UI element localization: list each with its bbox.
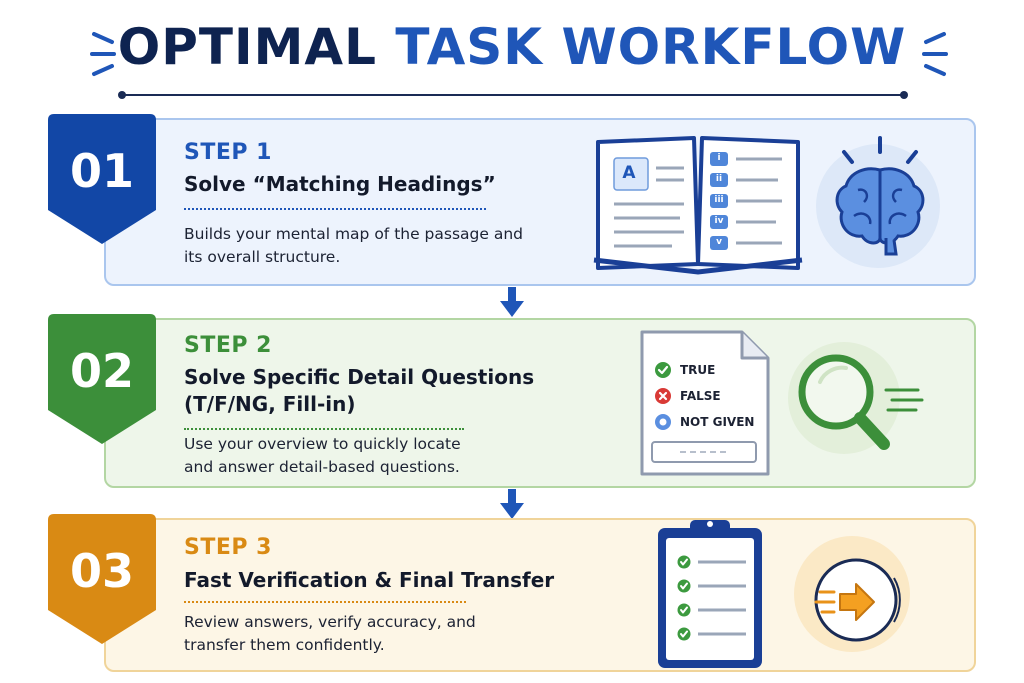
- answer-true: TRUE: [680, 363, 716, 377]
- step-1-divider: [184, 208, 486, 210]
- open-book-icon: [593, 136, 803, 275]
- step-2-label: STEP 2: [184, 333, 272, 358]
- down-arrow-icon: [500, 489, 524, 519]
- answer-not-given: NOT GIVEN: [680, 415, 755, 429]
- down-arrow-icon: [500, 287, 524, 317]
- page-title: OPTIMAL TASK WORKFLOW: [0, 18, 1024, 76]
- book-heading-letter: A: [622, 163, 636, 183]
- magnifier-icon: [788, 342, 924, 454]
- step-2-title: Solve Specific Detail Questions (T/F/NG,…: [184, 365, 535, 416]
- step-1-number: 01: [69, 144, 134, 198]
- sparkle-right-icon: [922, 32, 948, 76]
- step-1-title: Solve “Matching Headings”: [184, 172, 496, 196]
- heading-iii: iii: [714, 195, 724, 205]
- step-3-badge: 03: [48, 514, 156, 646]
- step-3-number: 03: [69, 544, 134, 598]
- transfer-arrow-icon: [794, 536, 910, 652]
- answer-false: FALSE: [680, 389, 721, 403]
- sparkle-left-icon: [90, 32, 116, 76]
- step-3-title: Fast Verification & Final Transfer: [184, 568, 555, 592]
- step-2-description: Use your overview to quickly locate and …: [184, 435, 461, 476]
- heading-iv: iv: [714, 216, 724, 226]
- step-3-divider: [184, 601, 466, 603]
- step-2-divider: [184, 428, 464, 430]
- step-1-label: STEP 1: [184, 140, 272, 165]
- heading-ii: ii: [715, 174, 723, 184]
- clipboard-checklist-icon: [658, 520, 762, 668]
- title-divider: [118, 91, 908, 99]
- step-1-description: Builds your mental map of the passage an…: [184, 225, 524, 266]
- title-accent: TASK WORKFLOW: [395, 18, 907, 76]
- step-2-badge: 02: [48, 314, 156, 446]
- step-3-label: STEP 3: [184, 535, 272, 560]
- brain-icon: [816, 136, 940, 268]
- title-main: OPTIMAL: [117, 18, 377, 76]
- heading-v: v: [716, 237, 722, 247]
- step-2-number: 02: [69, 344, 134, 398]
- step-1-badge: 01: [48, 114, 156, 246]
- document-icon: [640, 330, 770, 476]
- step-3-description: Review answers, verify accuracy, and tra…: [184, 613, 476, 654]
- heading-i: i: [717, 153, 721, 163]
